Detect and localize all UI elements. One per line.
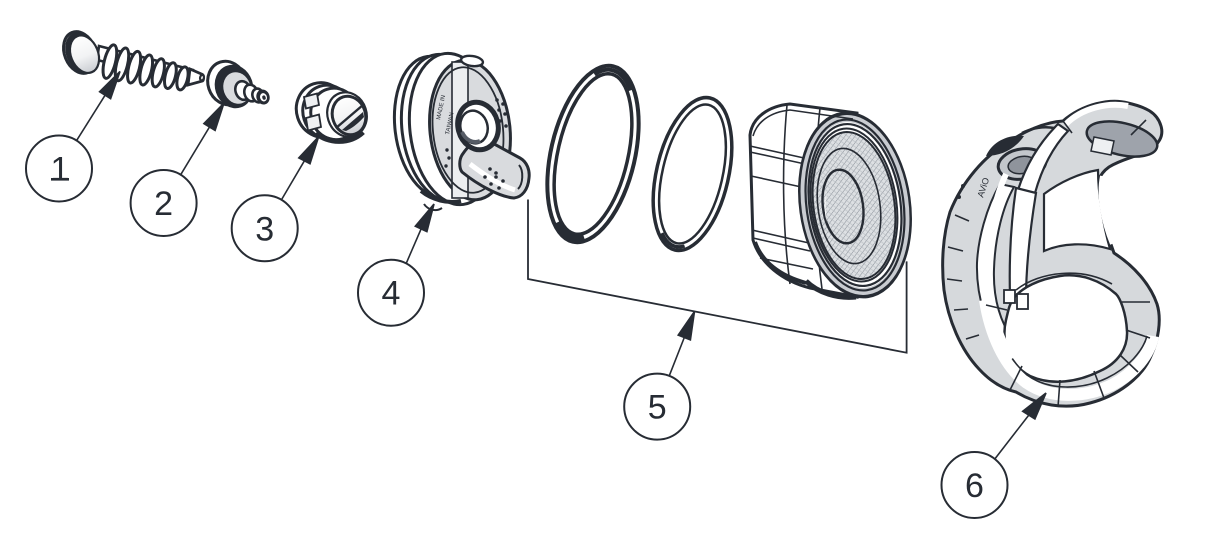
svg-text:1: 1 (51, 151, 70, 189)
svg-text:MADE IN: MADE IN (436, 95, 447, 121)
svg-text:TAIWAN: TAIWAN (445, 112, 456, 135)
svg-text:4: 4 (382, 275, 401, 313)
svg-text:6: 6 (965, 467, 984, 505)
svg-text:5: 5 (648, 389, 667, 427)
svg-text:2: 2 (154, 185, 173, 223)
svg-text:3: 3 (255, 210, 274, 248)
